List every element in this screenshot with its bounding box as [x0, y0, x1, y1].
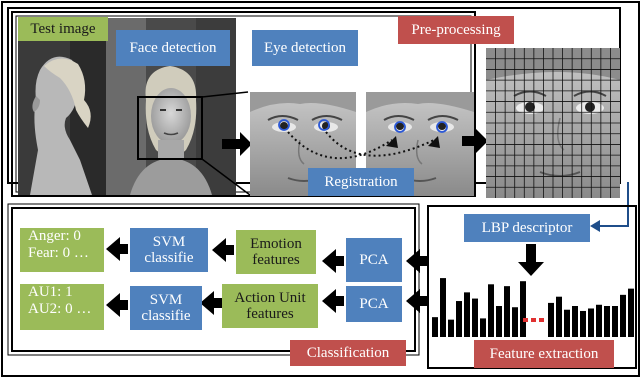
histogram-bar	[520, 281, 526, 337]
feature-extraction-frame	[427, 205, 637, 369]
feature-extraction-label: Feature extraction	[474, 340, 614, 368]
histogram-bar	[604, 306, 610, 337]
histogram-bar	[596, 304, 602, 337]
histogram-bar	[488, 284, 494, 337]
histogram-bar	[480, 318, 486, 337]
arrow-to-pca-top	[406, 249, 428, 273]
emotion-features-box: Emotion features	[236, 230, 316, 274]
histogram-bar	[496, 306, 502, 337]
histogram-bar	[556, 296, 562, 337]
arrow-to-pca-bottom	[406, 289, 428, 313]
registered-eye-crop	[366, 92, 474, 196]
emotion-output-line2: Fear: 0 …	[28, 244, 89, 261]
svm-top-line2: classifie	[144, 250, 194, 266]
histogram-ellipsis	[523, 318, 544, 322]
histogram-bar	[440, 278, 446, 337]
arrow-to-grid-face	[462, 129, 488, 153]
histogram-bar	[472, 298, 478, 337]
arrow-to-au-features	[322, 289, 344, 313]
profile-photo	[18, 18, 106, 196]
histogram-bar	[464, 292, 470, 337]
emotion-output-box: Anger: 0 Fear: 0 …	[20, 228, 104, 272]
svm-classifier-bottom-box: SVM classifie	[130, 286, 202, 330]
pre-processing-label: Pre-processing	[398, 16, 514, 44]
histogram-bar	[512, 307, 518, 337]
arrow-to-svm-top	[212, 238, 234, 262]
histogram-bar	[448, 319, 454, 337]
histogram-bar	[432, 317, 438, 337]
pca-top-box: PCA	[346, 238, 402, 282]
action-unit-features-line2: features	[246, 306, 294, 322]
histogram-bar	[580, 310, 586, 337]
histogram-bar	[504, 286, 510, 337]
test-image-frame	[11, 11, 476, 197]
svm-bottom-line2: classifie	[141, 308, 191, 324]
histogram-bar	[612, 306, 618, 337]
au-output-line2: AU2: 0 …	[28, 300, 92, 317]
histogram-bar	[572, 306, 578, 337]
lbp-histogram	[432, 278, 634, 337]
arrow-to-eye-detection	[222, 132, 252, 156]
svm-bottom-line1: SVM	[149, 291, 183, 308]
emotion-features-line1: Emotion	[250, 235, 302, 252]
registration-arrows	[287, 131, 435, 160]
arrow-to-emotion-features	[322, 249, 344, 273]
registration-label: Registration	[308, 168, 414, 196]
face-detection-box	[137, 96, 203, 160]
test-image-label: Test image	[18, 17, 108, 41]
histogram-bar	[564, 309, 570, 337]
action-unit-features-line1: Action Unit	[234, 289, 306, 306]
arrow-to-emotion-output	[106, 237, 128, 261]
histogram-bar	[456, 301, 462, 337]
svm-top-line1: SVM	[152, 233, 186, 250]
arrow-down-to-histogram	[518, 244, 544, 276]
histogram-bar	[548, 302, 554, 337]
au-output-line1: AU1: 1	[28, 284, 73, 300]
emotion-output-line1: Anger: 0	[28, 228, 81, 244]
classification-frame	[11, 207, 416, 352]
arrow-to-svm-bottom	[200, 291, 222, 315]
histogram-bar	[620, 294, 626, 337]
face-detection-label: Face detection	[116, 30, 230, 66]
arrow-to-au-output	[106, 293, 128, 317]
gridded-face	[486, 48, 620, 198]
pca-bottom-box: PCA	[346, 286, 402, 322]
emotion-features-line2: features	[252, 252, 300, 268]
svm-classifier-top-box: SVM classifie	[130, 228, 208, 272]
histogram-bar	[588, 308, 594, 337]
classification-label: Classification	[290, 340, 406, 366]
histogram-bar	[628, 288, 634, 337]
eye-detection-crop	[250, 92, 356, 196]
action-unit-features-box: Action Unit features	[222, 284, 318, 328]
eye-detection-label: Eye detection	[252, 30, 358, 66]
connector-to-lbp	[596, 182, 629, 227]
lbp-descriptor-label: LBP descriptor	[464, 214, 590, 242]
au-output-box: AU1: 1 AU2: 0 …	[20, 284, 104, 330]
